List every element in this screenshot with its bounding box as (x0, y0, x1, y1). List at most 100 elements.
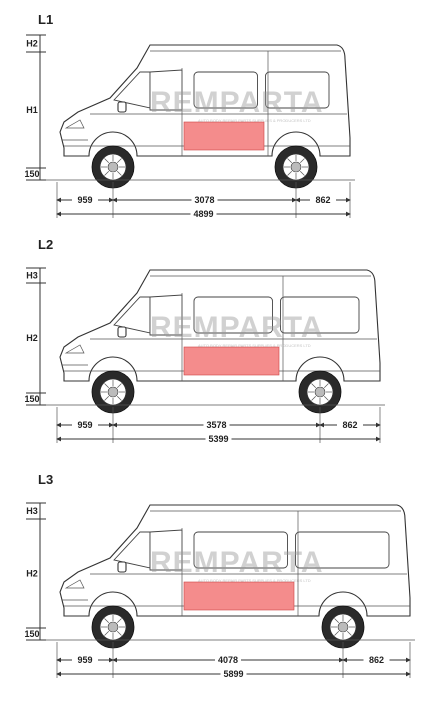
front-overhang-dim-label-bg (72, 194, 98, 205)
highlighted-panel (183, 121, 265, 151)
rim-spoke (334, 618, 340, 624)
rim-spoke (116, 170, 122, 176)
rim-spoke (116, 158, 122, 164)
rim-spoke (299, 158, 305, 164)
watermark-text: REMPARTA (150, 86, 324, 119)
highlighted-panel (183, 581, 295, 611)
rim-spoke (323, 383, 329, 389)
rear-wheel (298, 370, 342, 414)
side-window (265, 71, 330, 109)
rear-overhang-dim-label-bg (310, 194, 336, 205)
overall-length-dim-label-bg (190, 208, 217, 219)
rear-wheel (274, 145, 318, 189)
height-label-top: H3 (26, 506, 38, 516)
rear-overhang-dim-label-bg (363, 654, 390, 665)
side-window (280, 296, 360, 334)
front-overhang-dim-label-bg (72, 654, 98, 665)
watermark-text: REMPARTA (150, 311, 324, 344)
height-label-main: H2 (26, 569, 38, 579)
headlight (64, 119, 85, 129)
rim-spoke (104, 395, 110, 401)
watermark-subtext: AUTO BODY REPAIR PARTS SUPPLIES & PRODUC… (198, 118, 311, 123)
rim-spoke (104, 170, 110, 176)
rear-overhang-dim-label: 862 (315, 195, 330, 205)
rim-spoke (287, 158, 293, 164)
overall-length-dim-label: 5899 (223, 669, 243, 679)
wheelbase-dim-label-bg (215, 654, 241, 665)
watermark-subtext: AUTO BODY REPAIR PARTS SUPPLIES & PRODUC… (198, 578, 311, 583)
rear-overhang-dim-label: 862 (369, 655, 384, 665)
rim-spoke (104, 630, 110, 636)
van-body (59, 269, 381, 382)
overall-length-dim-label-bg (220, 668, 247, 679)
length-dimensions: 959 3078 862 4899 (56, 182, 351, 219)
height-label-top: H3 (26, 271, 38, 281)
rim-spoke (311, 383, 317, 389)
rim-spoke (104, 618, 110, 624)
headlight (64, 344, 85, 354)
front-wheel (91, 370, 135, 414)
mirror (117, 561, 127, 573)
rim-spoke (346, 618, 352, 624)
front-overhang-dim-label: 959 (77, 420, 92, 430)
rim-spoke (116, 395, 122, 401)
height-label-main: H1 (26, 105, 38, 115)
rim-spoke (334, 630, 340, 636)
rim-spoke (116, 618, 122, 624)
side-window (193, 71, 258, 109)
watermark-subtext: AUTO BODY REPAIR PARTS SUPPLIES & PRODUC… (198, 343, 311, 348)
rim-spoke (116, 630, 122, 636)
rim-spoke (346, 630, 352, 636)
variant-title: L3 (38, 472, 53, 487)
headlight (64, 579, 85, 589)
highlighted-panel (183, 346, 280, 376)
rim-spoke (287, 170, 293, 176)
front-wheel (91, 145, 135, 189)
hub (290, 161, 302, 173)
side-window (295, 531, 390, 569)
wheelbase-dim-label: 3078 (194, 195, 214, 205)
overall-length-dim-label: 5399 (208, 434, 228, 444)
wheelbase-dim-label: 3578 (206, 420, 226, 430)
front-wheel (91, 605, 135, 649)
rim-spoke (299, 170, 305, 176)
variant-title: L1 (38, 12, 53, 27)
variant-title: L2 (38, 237, 53, 252)
height-label-ground: 150 (24, 394, 39, 404)
front-overhang-dim-label-bg (72, 419, 98, 430)
wheelbase-dim-label-bg (203, 419, 230, 430)
wheelbase-dim-label-bg (191, 194, 218, 205)
rear-wheel (321, 605, 365, 649)
side-window (193, 531, 288, 569)
height-label-top: H2 (26, 39, 38, 49)
van-body (59, 44, 351, 157)
hub (107, 621, 119, 633)
rim-spoke (311, 395, 317, 401)
rim-spoke (104, 158, 110, 164)
height-label-main: H2 (26, 333, 38, 343)
mirror (117, 101, 127, 113)
wheelbase-dim-label: 4078 (218, 655, 238, 665)
overall-length-dim-label: 4899 (193, 209, 213, 219)
mirror (117, 326, 127, 338)
rear-overhang-dim-label: 862 (342, 420, 357, 430)
watermark-text: REMPARTA (150, 546, 324, 579)
overall-length-dim-label-bg (205, 433, 232, 444)
hub (107, 161, 119, 173)
hub (337, 621, 349, 633)
rim-spoke (116, 383, 122, 389)
hub (314, 386, 326, 398)
side-window (193, 296, 273, 334)
rear-overhang-dim-label-bg (337, 419, 363, 430)
front-overhang-dim-label: 959 (77, 195, 92, 205)
rim-spoke (323, 395, 329, 401)
length-dimensions: 959 3578 862 5399 (56, 407, 381, 444)
